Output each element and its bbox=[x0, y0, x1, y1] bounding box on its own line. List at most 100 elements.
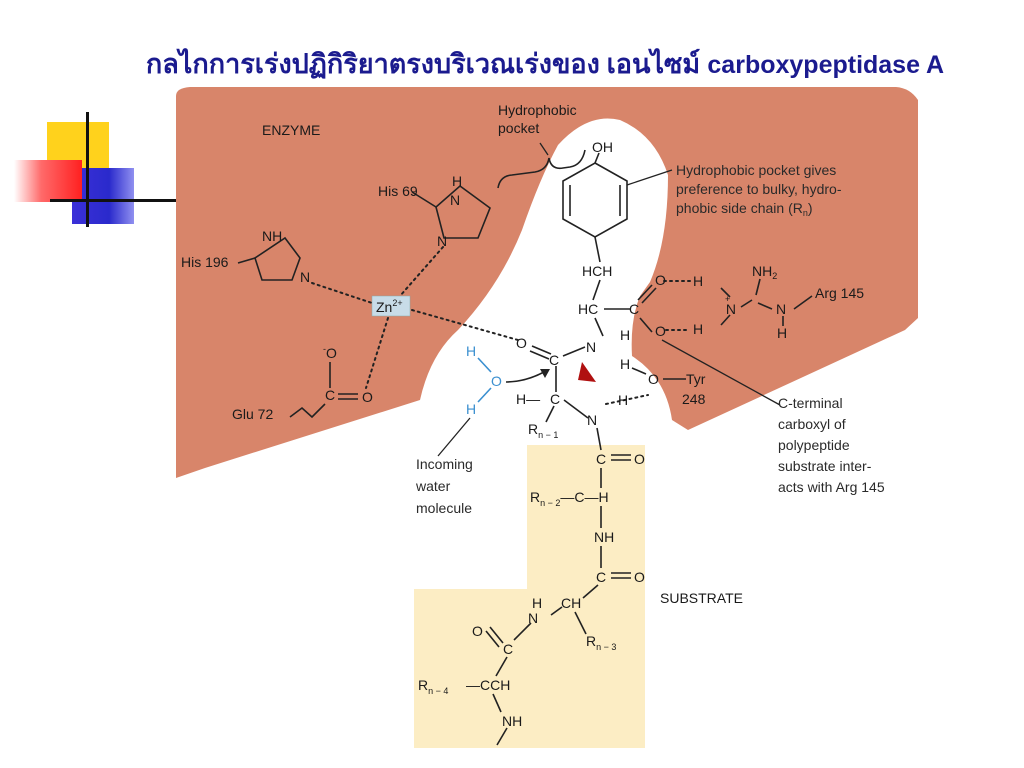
his69-label: His 69 bbox=[378, 183, 418, 199]
sub-o1: O bbox=[634, 451, 645, 467]
sub-c3: C bbox=[503, 641, 513, 657]
sub-nh-to-c2 bbox=[513, 622, 532, 641]
tyr-h: H bbox=[620, 356, 630, 372]
carboxyl-c-o-up-1 bbox=[637, 284, 653, 301]
arg-c-nh2 bbox=[755, 278, 761, 296]
cterm-label-5: acts with Arg 145 bbox=[778, 479, 885, 495]
hc-label: HC bbox=[578, 301, 598, 317]
decor-horizontal-line bbox=[50, 199, 180, 202]
tyr-o: O bbox=[648, 371, 659, 387]
sub-c2-to-o-1 bbox=[489, 626, 504, 644]
ring-to-hch bbox=[594, 236, 601, 263]
rn3-label: Rn − 3 bbox=[586, 633, 616, 652]
c-o-double-2 bbox=[529, 350, 550, 360]
sub-ch2-to-nh bbox=[550, 606, 563, 616]
water-label-1: Incoming bbox=[416, 456, 473, 472]
h-alpha: H— bbox=[516, 391, 540, 407]
sub-o3: O bbox=[472, 623, 483, 639]
enzyme-label: ENZYME bbox=[262, 122, 320, 138]
water-label-2: water bbox=[415, 478, 451, 494]
cleavage-arrow bbox=[578, 362, 596, 382]
sub-ch3: —CCH bbox=[466, 677, 510, 693]
rn4-label: Rn − 4 bbox=[418, 677, 448, 696]
pocket-label-1: Hydrophobic bbox=[498, 102, 577, 118]
arg-n-c bbox=[740, 299, 753, 308]
carboxyl-c: C bbox=[629, 301, 639, 317]
tyr-oh: OH bbox=[592, 139, 613, 155]
title-thai: กลไกการเร่งปฏิกิริยาตรงบริเวณเร่งของ เอน… bbox=[145, 49, 701, 79]
pocket-note-leader bbox=[626, 169, 673, 186]
n-to-substrate-c bbox=[596, 427, 602, 451]
peptide-n2: N bbox=[587, 412, 597, 428]
sub-nh3: NH bbox=[502, 713, 522, 729]
zinc-his196-bond bbox=[311, 282, 373, 304]
cterm-label-3: polypeptide bbox=[778, 437, 850, 453]
sub-c2-to-ch bbox=[495, 656, 508, 677]
peptide-n-h: H bbox=[620, 327, 630, 343]
pocket-leader bbox=[539, 142, 549, 156]
water-bond-upper bbox=[477, 357, 492, 373]
c-alpha: C bbox=[550, 391, 560, 407]
tyr-num-label: 248 bbox=[682, 391, 706, 407]
sub-c-to-ch2 bbox=[582, 584, 599, 599]
his196-n: N bbox=[300, 269, 310, 285]
his196-to-label bbox=[237, 257, 256, 264]
his196-hn: NH bbox=[262, 228, 282, 244]
carboxyl-o-up: O bbox=[655, 272, 666, 288]
glu-o-minus: -O bbox=[323, 344, 337, 361]
glu-c: C bbox=[325, 387, 335, 403]
pocket-note-1: Hydrophobic pocket gives bbox=[676, 162, 836, 178]
pocket-note-2: preference to bulky, hydro- bbox=[676, 181, 842, 197]
zinc-carbonyl-bond bbox=[411, 309, 519, 341]
his196-ring bbox=[254, 236, 301, 281]
glu-chain bbox=[289, 403, 326, 419]
pocket-note-3: phobic side chain (Rn) bbox=[676, 200, 813, 218]
peptide-n2-h: H bbox=[618, 392, 628, 408]
his196-label: His 196 bbox=[181, 254, 229, 270]
carboxyl-c-o-up-2 bbox=[641, 287, 657, 304]
water-o: O bbox=[491, 373, 502, 389]
pocket-label-2: pocket bbox=[498, 120, 539, 136]
water-attack-arrowhead bbox=[540, 369, 550, 378]
tyrosine-phenyl-ring bbox=[562, 162, 628, 238]
hc-to-n bbox=[594, 317, 604, 337]
sub-ch2-to-rn3 bbox=[574, 611, 587, 635]
cterm-label-2: carboxyl of bbox=[778, 416, 846, 432]
substrate-region bbox=[414, 445, 645, 748]
sub-c2-to-o-2 bbox=[485, 630, 500, 648]
sub-h: H bbox=[532, 595, 542, 611]
sub-c2: C bbox=[596, 569, 606, 585]
enzyme-region bbox=[176, 87, 918, 478]
decor-red-square bbox=[14, 160, 82, 202]
peptide-n: N bbox=[586, 339, 596, 355]
arg-h-upper: H bbox=[693, 273, 703, 289]
carboxyl-c-o-down bbox=[639, 317, 653, 333]
ring-to-oh bbox=[594, 152, 600, 164]
sub-ch-to-nh2 bbox=[492, 693, 502, 713]
zinc-glu72-bond bbox=[365, 317, 389, 389]
carboxyl-o-down: O bbox=[655, 323, 666, 339]
his69-n-bottom: N bbox=[437, 233, 447, 249]
c-o-double-1 bbox=[531, 345, 552, 355]
tyr-h-to-o bbox=[631, 367, 647, 375]
cterm-label-1: C-terminal bbox=[778, 395, 843, 411]
cterm-label-4: substrate inter- bbox=[778, 458, 872, 474]
his69-ring bbox=[435, 184, 491, 239]
sub-nh1: NH bbox=[594, 529, 614, 545]
rn1-label: Rn − 1 bbox=[528, 421, 558, 440]
arg-c-n-right bbox=[757, 302, 773, 310]
zinc-his69-bond bbox=[399, 246, 444, 297]
substrate-label: SUBSTRATE bbox=[660, 590, 743, 606]
carbonyl-o: O bbox=[516, 335, 527, 351]
water-h-upper: H bbox=[466, 343, 476, 359]
his69-n-top: N bbox=[450, 192, 460, 208]
chiral-to-rn1 bbox=[545, 405, 555, 423]
arg145-label: Arg 145 bbox=[815, 285, 864, 301]
carbonyl-c: C bbox=[549, 352, 559, 368]
tyr-label: Tyr bbox=[686, 371, 706, 387]
pocket-brace bbox=[497, 149, 586, 189]
glu-o: O bbox=[362, 389, 373, 405]
sub-c1: C bbox=[596, 451, 606, 467]
hch-to-hc bbox=[592, 279, 601, 301]
title-latin: carboxypeptidase A bbox=[707, 51, 945, 79]
